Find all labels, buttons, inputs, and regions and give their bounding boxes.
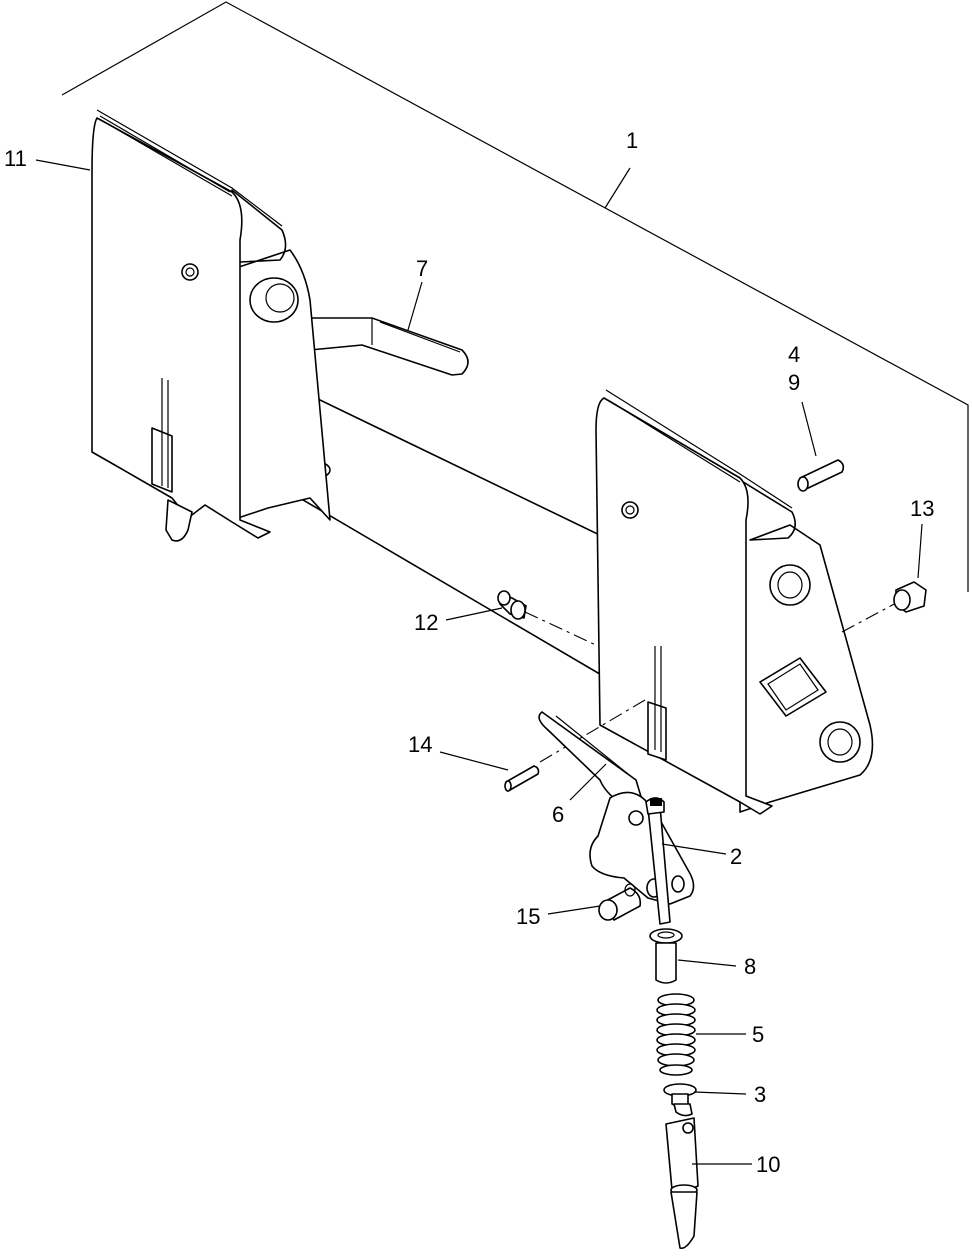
centerline-pin-12	[524, 611, 599, 647]
plug-13	[893, 581, 927, 613]
leader-12	[445, 607, 503, 621]
callout-7: 7	[416, 256, 429, 281]
leader-4-9	[801, 401, 817, 457]
leader-14	[439, 751, 509, 771]
callout-3: 3	[754, 1082, 767, 1107]
callout-2: 2	[730, 844, 743, 869]
leader-15	[547, 905, 601, 915]
callout-13: 13	[910, 496, 935, 521]
latch-pin-10	[665, 1117, 699, 1250]
leader-7	[407, 281, 423, 331]
callout-14: 14	[408, 732, 433, 757]
leader-11	[35, 159, 91, 171]
leader-6	[569, 763, 607, 801]
leader-1	[604, 167, 631, 209]
grease-fitting-12	[497, 590, 527, 620]
callout-4: 4	[788, 342, 801, 367]
callout-12: 12	[414, 610, 439, 635]
sleeve-8	[649, 928, 683, 984]
pin-4-9	[797, 459, 845, 492]
leader-8	[677, 959, 737, 967]
callout-11: 11	[4, 146, 27, 171]
callout-15: 15	[516, 904, 541, 929]
roll-pin-14	[504, 765, 540, 792]
leader-2	[661, 843, 727, 855]
spring-5	[656, 993, 696, 1076]
washer-3	[663, 1083, 697, 1117]
callout-8: 8	[744, 954, 757, 979]
leader-3	[693, 1091, 747, 1095]
centerline-plug-13	[841, 601, 899, 633]
latch-bracket-2	[589, 791, 695, 925]
assembly-bracket-line	[61, 1, 969, 592]
callout-1: 1	[626, 128, 639, 153]
callout-9: 9	[788, 370, 801, 395]
callout-10: 10	[756, 1152, 781, 1177]
left-mount-plate	[91, 109, 331, 542]
callout-5: 5	[752, 1022, 765, 1047]
centerline-pin-14	[539, 699, 646, 763]
bushing-15	[598, 883, 642, 921]
callout-6: 6	[552, 802, 565, 827]
right-mount-plate	[595, 389, 874, 815]
leader-13	[917, 523, 923, 579]
